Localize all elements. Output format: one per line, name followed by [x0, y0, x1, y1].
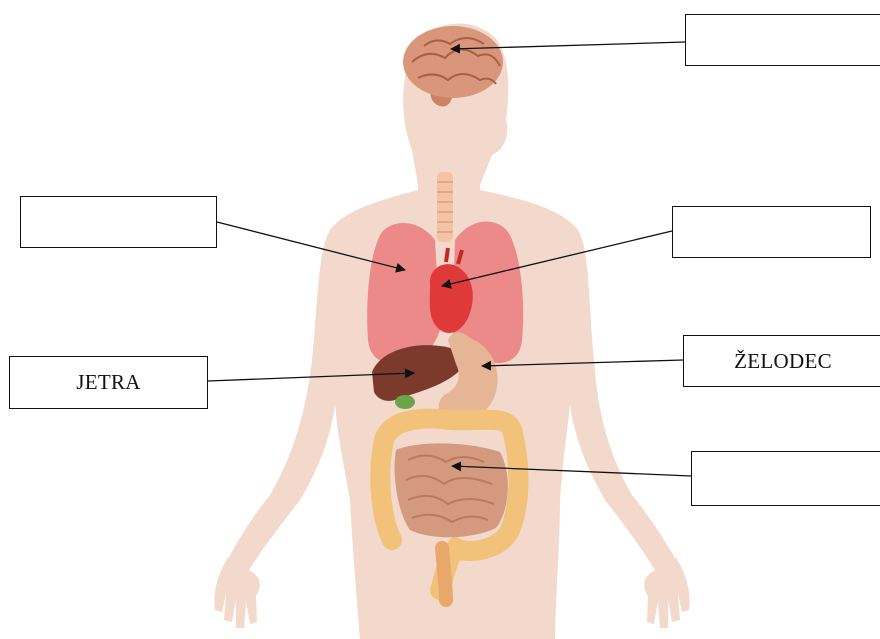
heart-label-box[interactable]	[672, 206, 871, 258]
liver-label-box[interactable]: JETRA	[9, 356, 208, 409]
brain-label-box[interactable]	[685, 14, 880, 66]
lungs-label-box[interactable]	[20, 196, 217, 248]
stomach-label-box[interactable]: ŽELODEC	[683, 335, 880, 387]
trachea-icon	[437, 172, 453, 242]
intestine-label-box[interactable]	[691, 451, 880, 506]
